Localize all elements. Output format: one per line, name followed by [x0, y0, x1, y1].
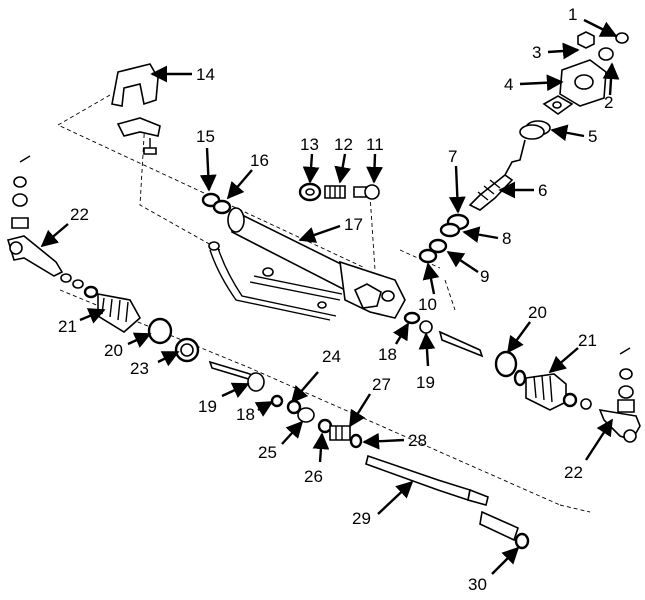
label-21-left: 21	[58, 317, 77, 336]
left-inner-tie-rod-group	[208, 360, 265, 392]
label-7: 7	[448, 147, 457, 166]
callout-labels: 1 2 3 4 5 6 7 8 9 10 11 12 13 14 15 16 1…	[58, 5, 613, 594]
label-2: 2	[604, 93, 613, 112]
right-inner-tie-rod-group	[403, 311, 484, 358]
label-12: 12	[334, 135, 353, 154]
label-14: 14	[196, 65, 215, 84]
label-19-right: 19	[416, 373, 435, 392]
pinion-seals-group	[418, 213, 470, 264]
left-boot-group	[83, 285, 200, 363]
rack-housing-group	[208, 207, 406, 321]
label-3: 3	[532, 43, 541, 62]
label-4: 4	[504, 75, 513, 94]
label-6: 6	[538, 181, 547, 200]
label-9: 9	[480, 267, 489, 286]
label-30: 30	[468, 575, 487, 594]
label-11: 11	[366, 135, 384, 154]
label-25: 25	[258, 443, 277, 462]
label-13: 13	[300, 135, 319, 154]
label-18-right: 18	[378, 345, 397, 364]
label-24: 24	[322, 347, 341, 366]
mounting-bracket-group	[111, 63, 161, 155]
label-15: 15	[196, 127, 215, 146]
label-20-right: 20	[528, 303, 547, 322]
label-17: 17	[344, 215, 363, 234]
label-20-left: 20	[104, 341, 123, 360]
pinion-cover-group	[542, 31, 629, 115]
label-23: 23	[130, 359, 149, 378]
label-16: 16	[250, 151, 269, 170]
label-19-left: 19	[198, 397, 217, 416]
rack-bar-group	[365, 454, 519, 542]
label-18-left: 18	[236, 405, 255, 424]
label-28: 28	[408, 431, 427, 450]
right-tie-rod-end-group	[598, 347, 641, 443]
label-1: 1	[568, 5, 577, 24]
leader-arrows	[40, 18, 620, 575]
inner-rack-parts-group	[270, 394, 363, 449]
adjuster-parts-group	[298, 182, 380, 202]
label-5: 5	[588, 127, 597, 146]
label-29: 29	[352, 509, 371, 528]
right-boot-group	[494, 350, 592, 411]
label-26: 26	[304, 467, 323, 486]
label-21-right: 21	[578, 331, 597, 350]
left-tie-rod-end-group	[6, 155, 84, 289]
label-22-left: 22	[70, 205, 89, 224]
label-22-right: 22	[564, 463, 583, 482]
end-ring-group	[514, 532, 530, 550]
bushings-group	[201, 192, 232, 215]
label-27: 27	[372, 375, 391, 394]
label-10: 10	[418, 295, 437, 314]
label-8: 8	[502, 229, 511, 248]
